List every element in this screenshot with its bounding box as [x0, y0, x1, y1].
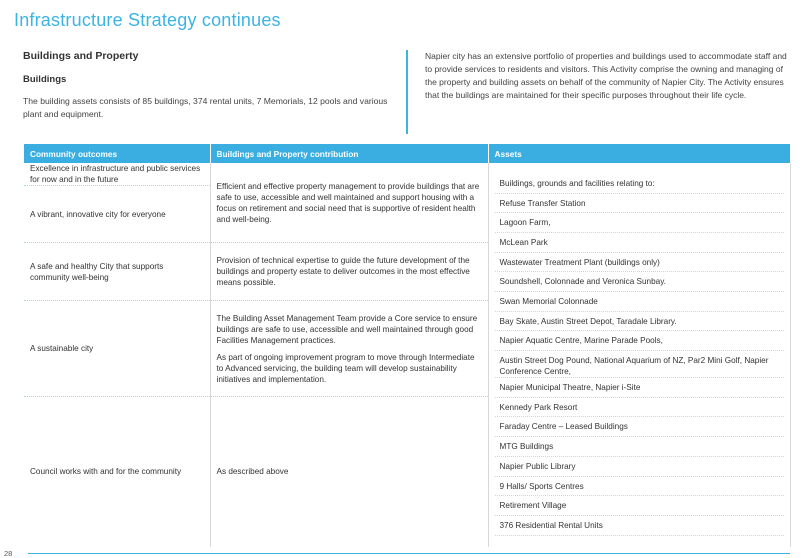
list-item: Napier Public Library	[494, 457, 784, 477]
table-row: A vibrant, innovative city for everyone	[24, 185, 790, 243]
contribution-cell: As described above	[210, 396, 489, 547]
contribution-paragraph: The Building Asset Management Team provi…	[216, 313, 478, 345]
intro-right-text: Napier city has an extensive portfolio o…	[425, 51, 787, 100]
header-contribution: Buildings and Property contribution	[210, 144, 489, 163]
list-item: Refuse Transfer Station	[494, 194, 784, 214]
table-row: A safe and healthy City that supports co…	[24, 242, 790, 301]
intro-body-text: The building assets consists of 85 build…	[23, 96, 388, 119]
outcome-cell: A sustainable city	[24, 300, 211, 397]
list-item: Napier Aquatic Centre, Marine Parade Poo…	[494, 331, 784, 352]
list-item: Faraday Centre – Leased Buildings	[494, 417, 784, 438]
list-item: Swan Memorial Colonnade	[494, 292, 784, 312]
list-item: MTG Buildings	[494, 437, 784, 457]
list-item: 376 Residential Rental Units	[494, 516, 784, 536]
table-row: Council works with and for the community…	[24, 396, 790, 547]
outcome-cell: Council works with and for the community	[24, 396, 211, 547]
outcome-cell: Excellence in infrastructure and public …	[24, 163, 211, 186]
page-number: 28	[4, 549, 13, 558]
outcomes-table: Community outcomes Buildings and Propert…	[24, 144, 791, 547]
contribution-cell: Efficient and effective property managem…	[210, 163, 489, 243]
list-item: Austin Street Dog Pound, National Aquari…	[494, 351, 784, 379]
asset-list: Buildings, grounds and facilities relati…	[494, 174, 784, 536]
contribution-paragraph: As part of ongoing improvement program t…	[216, 352, 475, 384]
assets-cell: Buildings, grounds and facilities relati…	[488, 163, 791, 547]
contribution-cell: Provision of technical expertise to guid…	[210, 242, 489, 301]
outcome-cell: A safe and healthy City that supports co…	[24, 242, 211, 301]
table-header-row: Community outcomes Buildings and Propert…	[24, 144, 791, 163]
list-item: Napier Municipal Theatre, Napier i-Site	[494, 378, 784, 398]
column-divider	[406, 50, 408, 134]
list-item: Retirement Village	[494, 496, 784, 516]
sub-heading: Buildings	[23, 74, 67, 85]
outcome-cell: A vibrant, innovative city for everyone	[24, 185, 211, 243]
list-item: Buildings, grounds and facilities relati…	[494, 174, 784, 194]
header-community-outcomes: Community outcomes	[24, 144, 211, 163]
contribution-cell: The Building Asset Management Team provi…	[210, 300, 489, 397]
page-title: Infrastructure Strategy continues	[14, 10, 281, 30]
list-item: 9 Halls/ Sports Centres	[494, 477, 784, 497]
table-row: A sustainable city The Building Asset Ma…	[24, 300, 790, 397]
table-row: Excellence in infrastructure and public …	[24, 163, 791, 547]
list-item: Soundshell, Colonnade and Veronica Sunba…	[494, 272, 784, 293]
intro-left-column: Buildings and Property Buildings The bui…	[23, 50, 393, 121]
header-assets: Assets	[488, 144, 791, 163]
list-item: Wastewater Treatment Plant (buildings on…	[494, 253, 784, 273]
list-item: Kennedy Park Resort	[494, 398, 784, 418]
section-heading: Buildings and Property	[23, 50, 139, 62]
list-item: Lagoon Farm,	[494, 213, 784, 233]
list-item: McLean Park	[494, 233, 784, 253]
list-item: Bay Skate, Austin Street Depot, Taradale…	[494, 312, 784, 332]
footer-rule	[28, 553, 790, 554]
